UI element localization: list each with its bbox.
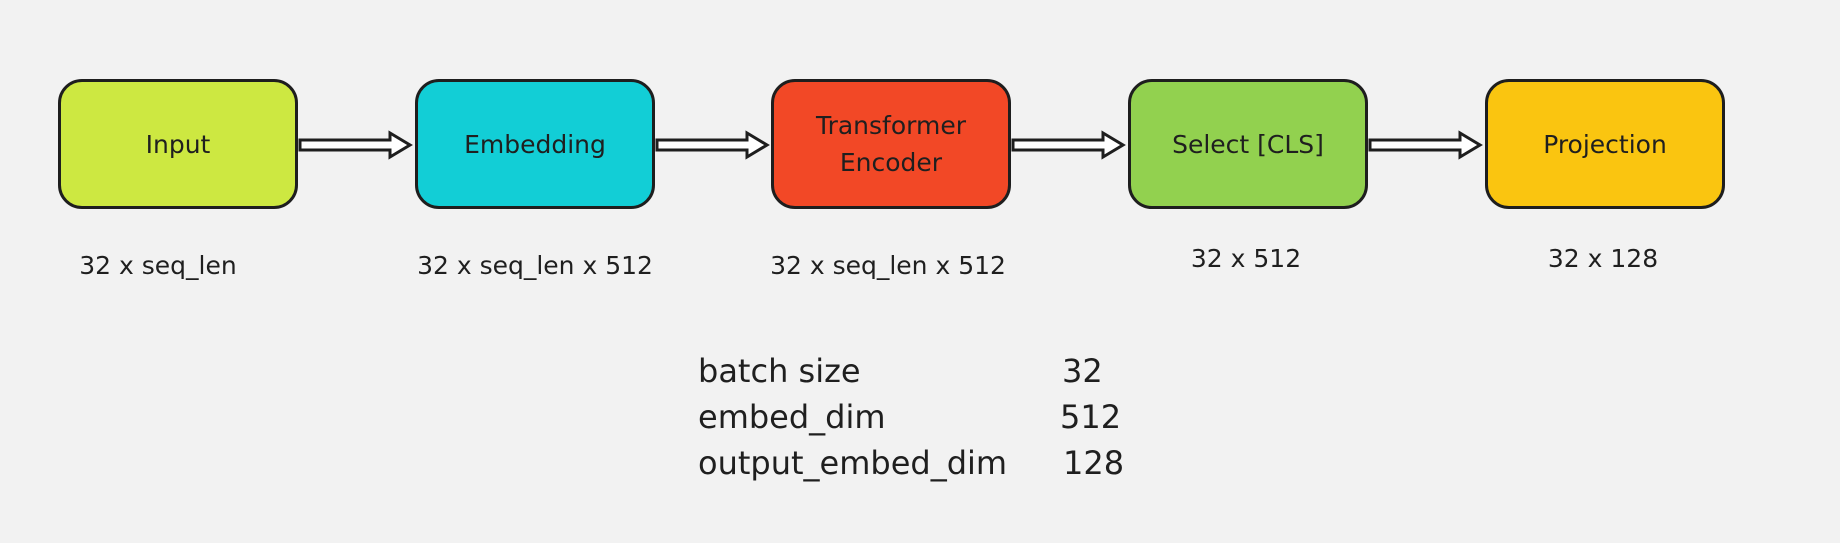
select-cls-node: Select [CLS] [1128, 79, 1368, 209]
transformer-encoder-node: Transformer Encoder [771, 79, 1011, 209]
parameter-name: batch size [698, 352, 861, 390]
input-node: Input [58, 79, 298, 209]
parameter-name: output_embed_dim [698, 444, 1008, 482]
projection-node: Projection [1485, 79, 1725, 209]
parameter-value: 32 [1062, 352, 1103, 390]
select-cls-node-label: Select [CLS] [1172, 129, 1324, 159]
parameter-row: embed_dim 512 [698, 394, 1158, 440]
parameter-row: batch size 32 [698, 348, 1158, 394]
embedding-shape-label: 32 x seq_len x 512 [417, 251, 653, 280]
arrow-input-to-embedding [298, 130, 413, 160]
arrow-encoder-to-select [1011, 130, 1126, 160]
projection-node-label: Projection [1543, 129, 1667, 159]
arrow-embedding-to-encoder [655, 130, 770, 160]
parameter-row: output_embed_dim 128 [698, 440, 1158, 486]
encoder-shape-label: 32 x seq_len x 512 [770, 251, 1006, 280]
parameter-table: batch size 32 embed_dim 512 output_embed… [698, 348, 1158, 486]
arrow-select-to-projection [1368, 130, 1483, 160]
parameter-name: embed_dim [698, 398, 886, 436]
select-shape-label: 32 x 512 [1190, 244, 1302, 273]
input-shape-label: 32 x seq_len [79, 251, 237, 280]
parameter-value: 512 [1060, 398, 1122, 436]
input-node-label: Input [145, 129, 211, 159]
parameter-value: 128 [1063, 444, 1125, 482]
transformer-encoder-node-label: Transformer Encoder [815, 111, 966, 177]
embedding-node: Embedding [415, 79, 655, 209]
projection-shape-label: 32 x 128 [1547, 244, 1659, 273]
embedding-node-label: Embedding [464, 129, 606, 159]
